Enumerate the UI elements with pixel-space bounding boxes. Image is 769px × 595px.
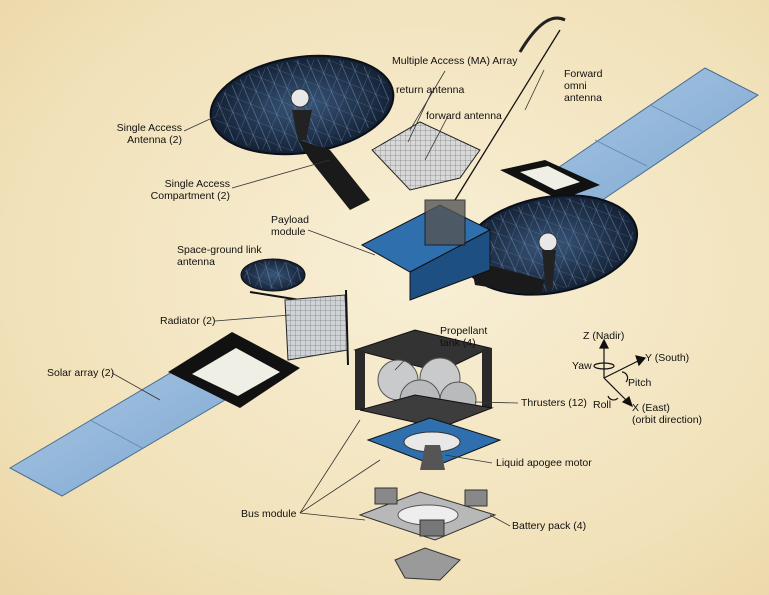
battery-pack-label: Battery pack (4) xyxy=(512,520,587,532)
apogee-motor-platform xyxy=(366,417,502,470)
solar-array-right xyxy=(500,67,759,206)
propellant-tank-label: Propellant tank (4) xyxy=(440,325,488,349)
bottom-structure xyxy=(394,547,461,581)
payload-module-label: Payload module xyxy=(271,214,309,238)
yaw-label: Yaw xyxy=(572,360,592,372)
ma-array-label: Multiple Access (MA) Array xyxy=(392,55,518,67)
solar-array-left xyxy=(8,332,300,497)
forward-antenna-label: forward antenna xyxy=(426,110,502,122)
thrusters-label: Thrusters (12) xyxy=(521,397,587,409)
bus-module-label: Bus module xyxy=(241,508,297,520)
radiator xyxy=(284,289,349,366)
coordinate-axes xyxy=(593,338,647,408)
payload-module xyxy=(360,16,566,301)
radiator-label: Radiator (2) xyxy=(160,315,216,327)
pitch-label: Pitch xyxy=(628,377,652,389)
liquid-apogee-motor-label: Liquid apogee motor xyxy=(496,457,592,469)
single-access-antenna-right xyxy=(461,194,639,296)
return-antenna-label: return antenna xyxy=(396,84,465,96)
single-access-antenna-label: Single Access Antenna (2) xyxy=(116,122,182,146)
propellant-tank-assembly xyxy=(353,329,494,429)
space-ground-link-antenna xyxy=(240,258,306,301)
ma-array xyxy=(371,121,481,191)
axis-y-label: Y (South) xyxy=(645,352,690,364)
single-access-antenna-upper xyxy=(209,54,395,210)
battery-panel xyxy=(358,487,497,541)
roll-label: Roll xyxy=(593,399,612,411)
forward-omni-antenna-label: Forward omni antenna xyxy=(564,68,603,104)
space-ground-link-label: Space-ground link antenna xyxy=(177,244,262,268)
leader-lines xyxy=(111,69,545,527)
axis-x-label: X (East) (orbit direction) xyxy=(632,402,703,426)
solar-array-label: Solar array (2) xyxy=(47,367,115,379)
single-access-compartment-label: Single Access Compartment (2) xyxy=(150,178,230,202)
axis-z-label: Z (Nadir) xyxy=(583,330,625,342)
